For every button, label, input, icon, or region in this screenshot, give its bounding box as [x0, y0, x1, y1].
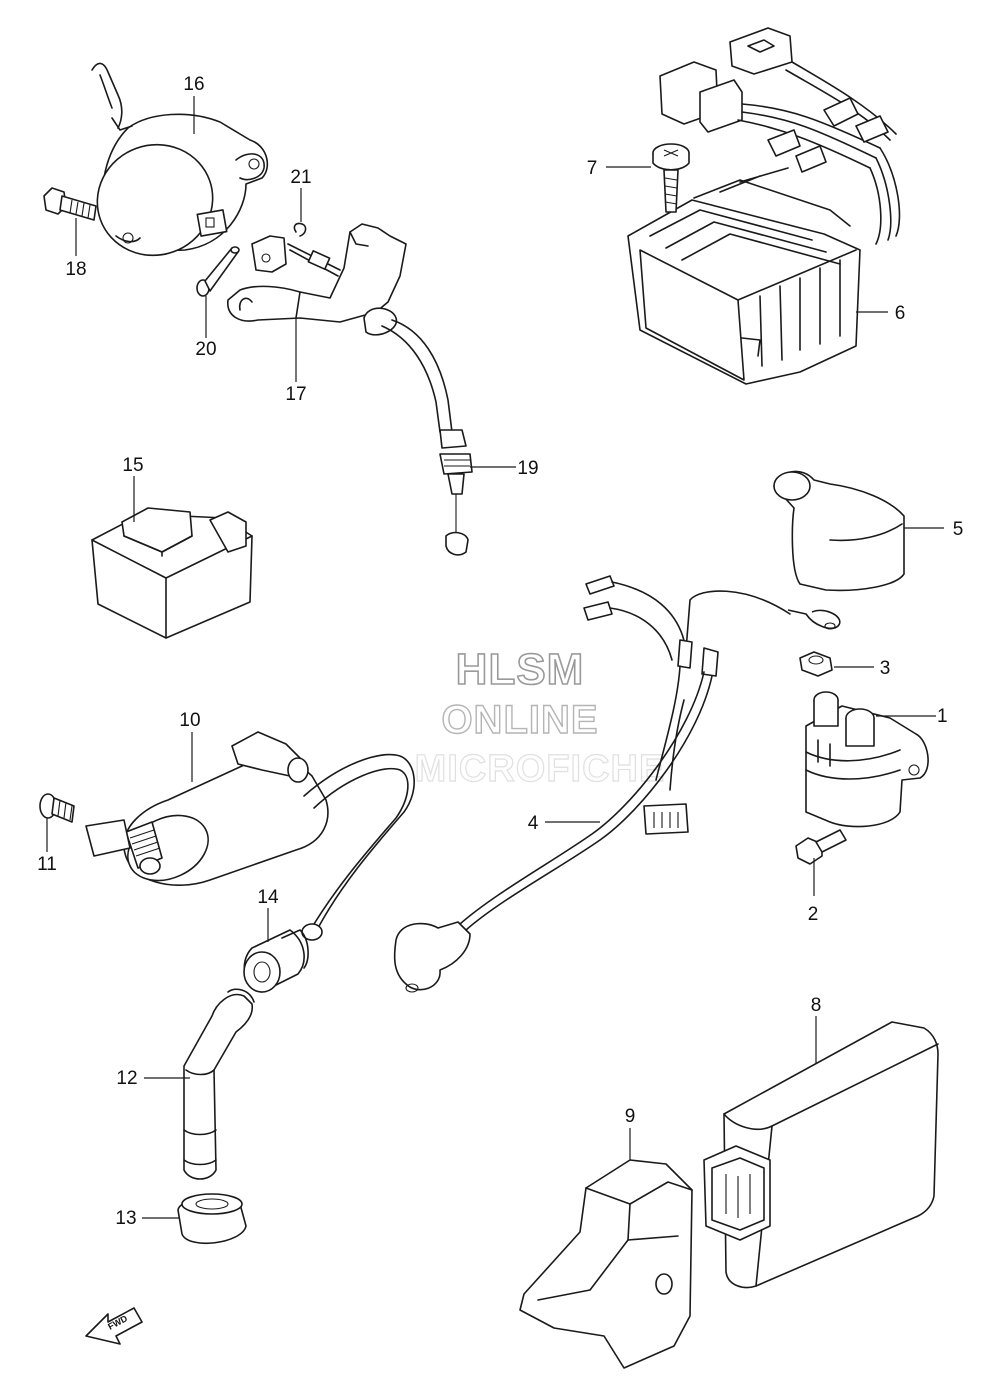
part-14-drawing: [243, 929, 309, 993]
part-label-13[interactable]: 13: [115, 1208, 136, 1229]
part-labels: 1 2 3 4 5 6 7 8 9 10 11 12 13 14 15 16 1…: [37, 74, 963, 1229]
part-8-drawing: [703, 1021, 939, 1289]
part-16-drawing: [91, 62, 269, 257]
part-label-15[interactable]: 15: [122, 455, 143, 476]
part-label-3[interactable]: 3: [880, 658, 891, 679]
watermark: HLSM ONLINE MICROFICHE: [414, 644, 666, 790]
watermark-line-1: HLSM: [456, 645, 585, 694]
part-label-2[interactable]: 2: [808, 904, 819, 925]
part-label-17[interactable]: 17: [285, 384, 306, 405]
part-10-drawing: [85, 731, 415, 941]
part-label-7[interactable]: 7: [587, 158, 598, 179]
part-18-drawing: [43, 187, 97, 221]
part-label-14[interactable]: 14: [257, 887, 279, 908]
part-12-drawing: [183, 988, 255, 1180]
part-label-19[interactable]: 19: [517, 458, 538, 479]
part-5-drawing: [773, 470, 905, 592]
part-20-drawing: [196, 246, 240, 297]
part-21-drawing: [293, 222, 307, 237]
part-label-1[interactable]: 1: [937, 706, 948, 727]
part-label-10[interactable]: 10: [179, 710, 200, 731]
part-13-drawing: [177, 1193, 247, 1245]
part-17-drawing: [227, 223, 453, 433]
part-label-8[interactable]: 8: [811, 995, 822, 1016]
part-19-drawing: [439, 429, 473, 556]
part-15-drawing: [91, 507, 253, 639]
part-label-12[interactable]: 12: [116, 1068, 137, 1089]
fwd-arrow-icon: FWD: [85, 1307, 143, 1345]
part-11-drawing: [39, 793, 75, 823]
part-label-9[interactable]: 9: [625, 1106, 636, 1127]
part-label-4[interactable]: 4: [528, 813, 539, 834]
part-9-drawing: [519, 1159, 693, 1369]
callout-lines: [46, 96, 944, 1219]
part-label-5[interactable]: 5: [953, 519, 964, 540]
part-label-18[interactable]: 18: [65, 259, 86, 280]
part-3-drawing: [799, 651, 833, 677]
part-label-20[interactable]: 20: [195, 339, 216, 360]
part-2-drawing: [795, 829, 847, 865]
watermark-line-3: MICROFICHE: [415, 748, 666, 790]
watermark-line-2: ONLINE: [441, 698, 598, 742]
part-6-drawing: [627, 27, 901, 385]
part-4-drawing: [393, 575, 841, 993]
part-7-drawing: [652, 143, 690, 213]
part-1-drawing: [805, 691, 929, 828]
part-label-16[interactable]: 16: [183, 74, 204, 95]
part-label-11[interactable]: 11: [37, 854, 57, 875]
part-label-6[interactable]: 6: [895, 303, 906, 324]
part-label-21[interactable]: 21: [290, 167, 311, 188]
